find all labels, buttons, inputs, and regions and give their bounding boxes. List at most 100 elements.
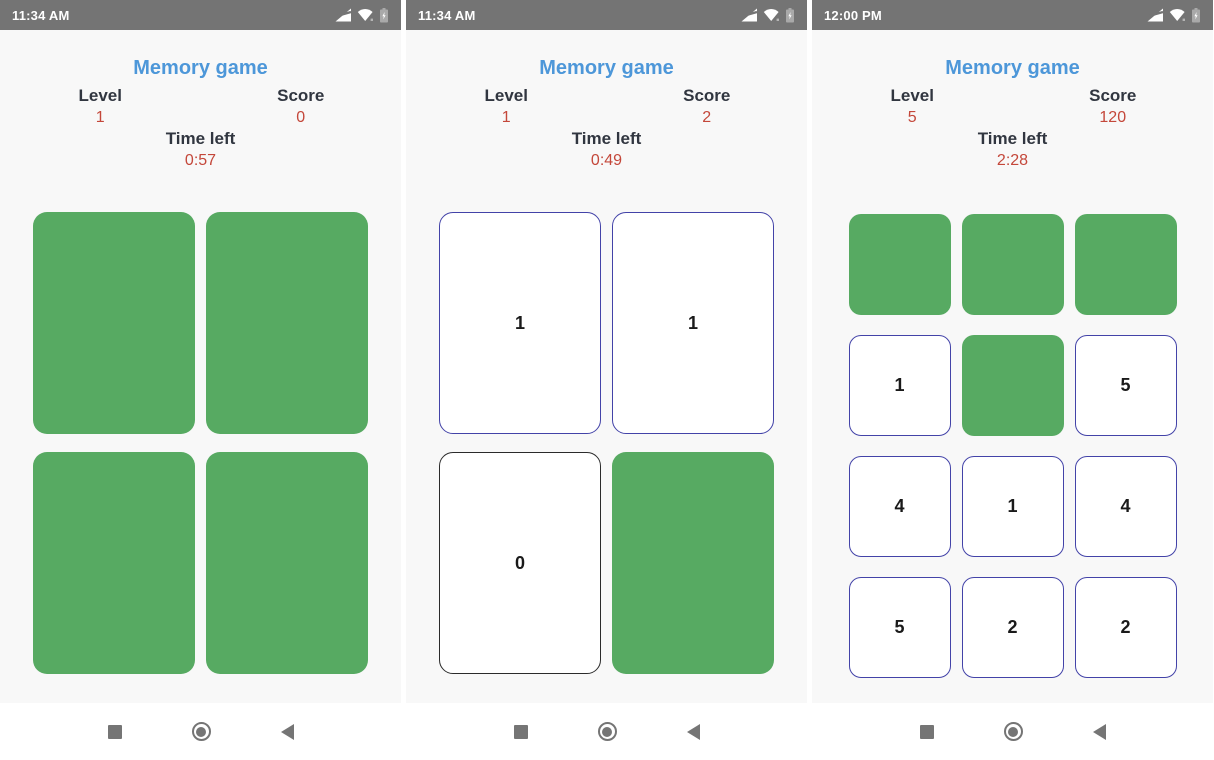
score-label: Score — [683, 86, 731, 105]
card[interactable] — [961, 335, 1064, 436]
wifi-icon — [357, 9, 373, 21]
home-icon[interactable] — [597, 722, 617, 741]
card[interactable]: 0 — [439, 452, 601, 674]
android-nav-bar — [812, 703, 1213, 760]
card-value: 2 — [1120, 617, 1131, 637]
card-value: 1 — [514, 312, 525, 333]
level-stat: Level 1 — [406, 86, 607, 127]
score-value: 2 — [702, 109, 712, 126]
level-value: 1 — [501, 109, 511, 126]
game-screen: Memory game Level 5 Score 120 Time left … — [812, 30, 1213, 703]
android-nav-bar — [406, 703, 807, 760]
android-nav-bar — [0, 703, 401, 760]
score-stat: Score 2 — [607, 86, 808, 127]
recents-icon[interactable] — [919, 724, 934, 739]
phone-screenshot-3: 12:00 PM Memory game Level 5 Score 120 — [812, 0, 1213, 760]
status-time: 11:34 AM — [12, 7, 70, 23]
recents-icon[interactable] — [107, 724, 122, 739]
card-grid — [33, 212, 368, 674]
home-icon-dot — [1008, 726, 1018, 737]
level-stat: Level 1 — [0, 86, 201, 127]
status-bar: 12:00 PM — [812, 0, 1213, 30]
status-bar: 11:34 AM — [406, 0, 807, 30]
card[interactable] — [206, 212, 368, 434]
home-icon-dot — [602, 726, 612, 737]
wifi-icon — [763, 9, 779, 21]
level-label: Level — [484, 86, 528, 105]
time-left-stat: Time left 0:49 — [572, 129, 642, 170]
time-left-label: Time left — [571, 129, 642, 148]
card-value: 5 — [1120, 375, 1131, 395]
phone-screenshot-1: 11:34 AM Memory game Level 1 Score 0 T — [0, 0, 401, 760]
home-icon[interactable] — [191, 722, 211, 741]
back-icon[interactable] — [280, 723, 294, 740]
status-icons — [335, 7, 389, 23]
signal-icon — [1147, 8, 1164, 22]
card-grid: 1 5 4 1 4 5 2 2 — [848, 214, 1177, 678]
home-icon[interactable] — [1003, 722, 1023, 741]
time-left-value: 0:57 — [184, 152, 217, 169]
card[interactable] — [961, 214, 1064, 315]
time-left-label: Time left — [977, 129, 1048, 148]
time-left-stat: Time left 2:28 — [978, 129, 1048, 170]
card[interactable]: 5 — [848, 577, 951, 678]
score-stat: Score 0 — [201, 86, 402, 127]
card[interactable]: 4 — [1074, 456, 1177, 557]
status-icons — [741, 7, 795, 23]
app-title: Memory game — [539, 57, 674, 79]
game-screen: Memory game Level 1 Score 2 Time left 0:… — [406, 30, 807, 703]
status-time: 12:00 PM — [824, 7, 882, 23]
card[interactable]: 2 — [1074, 577, 1177, 678]
battery-charging-icon — [1192, 7, 1200, 22]
card[interactable] — [33, 452, 195, 674]
score-label: Score — [277, 86, 325, 105]
card-value: 1 — [894, 375, 905, 395]
back-icon[interactable] — [686, 723, 700, 740]
battery-charging-icon — [380, 7, 388, 22]
card-value: 5 — [894, 617, 905, 637]
score-value: 0 — [296, 109, 306, 126]
game-screen: Memory game Level 1 Score 0 Time left 0:… — [0, 30, 401, 703]
card[interactable]: 4 — [848, 456, 951, 557]
phone-screenshot-2: 11:34 AM Memory game Level 1 Score 2 T — [406, 0, 807, 760]
app-title: Memory game — [133, 57, 268, 79]
time-left-value: 2:28 — [996, 152, 1029, 169]
score-value: 120 — [1099, 109, 1127, 126]
level-value: 1 — [95, 109, 105, 126]
stats-row: Level 1 Score 2 — [406, 86, 807, 127]
signal-icon — [741, 8, 758, 22]
card[interactable] — [1074, 214, 1177, 315]
back-icon[interactable] — [1092, 723, 1106, 740]
card[interactable]: 1 — [439, 212, 601, 434]
card[interactable] — [206, 452, 368, 674]
stats-row: Level 5 Score 120 — [812, 86, 1213, 127]
recents-icon[interactable] — [513, 724, 528, 739]
level-stat: Level 5 — [812, 86, 1013, 127]
time-left-stat: Time left 0:57 — [166, 129, 236, 170]
level-value: 5 — [907, 109, 917, 126]
score-stat: Score 120 — [1013, 86, 1214, 127]
score-label: Score — [1089, 86, 1137, 105]
card[interactable]: 1 — [961, 456, 1064, 557]
card[interactable] — [33, 212, 195, 434]
signal-icon — [335, 8, 352, 22]
stats-row: Level 1 Score 0 — [0, 86, 401, 127]
card-value: 4 — [1120, 496, 1131, 516]
level-label: Level — [78, 86, 122, 105]
card[interactable] — [612, 452, 774, 674]
card[interactable]: 1 — [848, 335, 951, 436]
card-value: 1 — [687, 312, 698, 333]
status-bar: 11:34 AM — [0, 0, 401, 30]
card[interactable]: 5 — [1074, 335, 1177, 436]
level-label: Level — [890, 86, 934, 105]
app-title: Memory game — [945, 57, 1080, 79]
wifi-icon — [1169, 9, 1185, 21]
card-grid: 1 1 0 — [439, 212, 774, 674]
time-left-value: 0:49 — [590, 152, 623, 169]
card[interactable] — [848, 214, 951, 315]
card[interactable]: 1 — [612, 212, 774, 434]
home-icon-dot — [196, 726, 206, 737]
card[interactable]: 2 — [961, 577, 1064, 678]
time-left-label: Time left — [165, 129, 236, 148]
